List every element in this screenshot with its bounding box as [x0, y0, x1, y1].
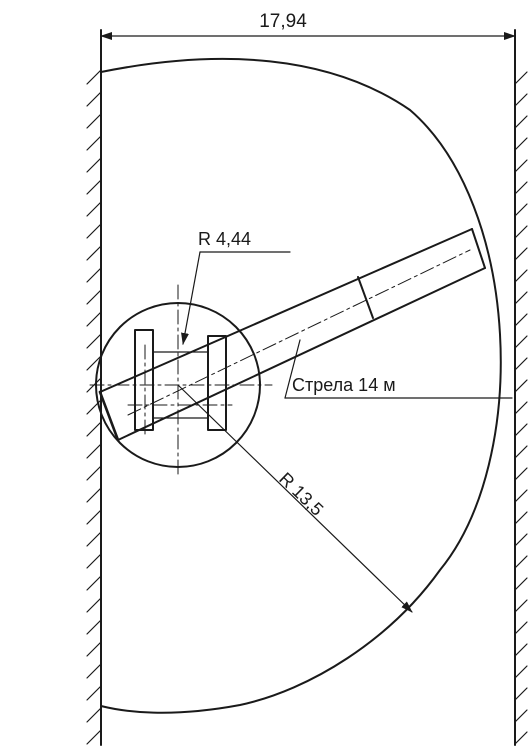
crane-boom	[98, 228, 486, 442]
right-wall	[514, 29, 528, 746]
hatch-line	[514, 489, 528, 503]
hatch-line	[514, 621, 528, 635]
hatch-line	[514, 335, 528, 349]
hatch-line	[514, 709, 528, 723]
hatch-line	[514, 577, 528, 591]
hatch-line	[514, 115, 528, 129]
hatch-line	[514, 665, 528, 679]
hatch-line	[86, 553, 102, 569]
crane-center-lines	[89, 284, 273, 476]
hatch-line	[86, 245, 102, 261]
boom-label: Стрела 14 м	[292, 375, 396, 395]
hatch-line	[514, 203, 528, 217]
hatch-line	[86, 663, 102, 679]
hatch-line	[514, 643, 528, 657]
hatch-line	[514, 313, 528, 327]
hatch-line	[86, 135, 102, 151]
hatch-line	[86, 487, 102, 503]
hatch-line	[86, 443, 102, 459]
hatch-line	[86, 575, 102, 591]
large-radius-label: R 13,5	[275, 468, 327, 519]
hatch-line	[514, 731, 528, 745]
hatch-line	[514, 181, 528, 195]
hatch-line	[86, 465, 102, 481]
hatch-line	[86, 157, 102, 173]
hatch-line	[514, 687, 528, 701]
small-radius-dimension: R 4,44	[181, 229, 291, 345]
hatch-line	[86, 641, 102, 657]
crane-base	[127, 329, 233, 439]
hatch-line	[86, 113, 102, 129]
hatch-line	[86, 729, 102, 745]
hatch-line	[86, 531, 102, 547]
hatch-line	[514, 225, 528, 239]
small-radius-label: R 4,44	[198, 229, 251, 249]
hatch-line	[514, 247, 528, 261]
hatch-line	[514, 137, 528, 151]
hatch-line	[86, 289, 102, 305]
hatch-line	[86, 333, 102, 349]
left-wall-hatching	[86, 69, 102, 745]
hatch-line	[86, 311, 102, 327]
overall-width-label: 17,94	[259, 11, 307, 32]
large-working-zone-arc	[100, 57, 502, 714]
hatch-line	[86, 69, 102, 85]
hatch-line	[86, 179, 102, 195]
hatch-line	[86, 355, 102, 371]
hatch-line	[514, 423, 528, 437]
hatch-line	[514, 533, 528, 547]
hatch-line	[514, 555, 528, 569]
hatch-line	[514, 467, 528, 481]
hatch-line	[514, 71, 528, 85]
hatch-line	[86, 509, 102, 525]
hatch-line	[86, 201, 102, 217]
hatch-line	[514, 93, 528, 107]
hatch-line	[514, 269, 528, 283]
hatch-line	[514, 357, 528, 371]
hatch-line	[86, 685, 102, 701]
left-wall	[86, 29, 102, 746]
hatch-line	[86, 597, 102, 613]
hatch-line	[86, 707, 102, 723]
hatch-line	[514, 379, 528, 393]
large-radius-dimension: R 13,5	[177, 384, 413, 613]
hatch-line	[86, 421, 102, 437]
hatch-line	[86, 223, 102, 239]
boom-dimension: Стрела 14 м	[284, 339, 513, 399]
hatch-line	[86, 91, 102, 107]
hatch-line	[514, 401, 528, 415]
hatch-line	[514, 599, 528, 613]
hatch-line	[514, 159, 528, 173]
hatch-line	[514, 445, 528, 459]
hatch-line	[86, 267, 102, 283]
right-wall-hatching	[514, 71, 528, 745]
hatch-line	[514, 291, 528, 305]
overall-width-dimension: 17,94	[100, 11, 516, 40]
hatch-line	[514, 511, 528, 525]
hatch-line	[86, 619, 102, 635]
